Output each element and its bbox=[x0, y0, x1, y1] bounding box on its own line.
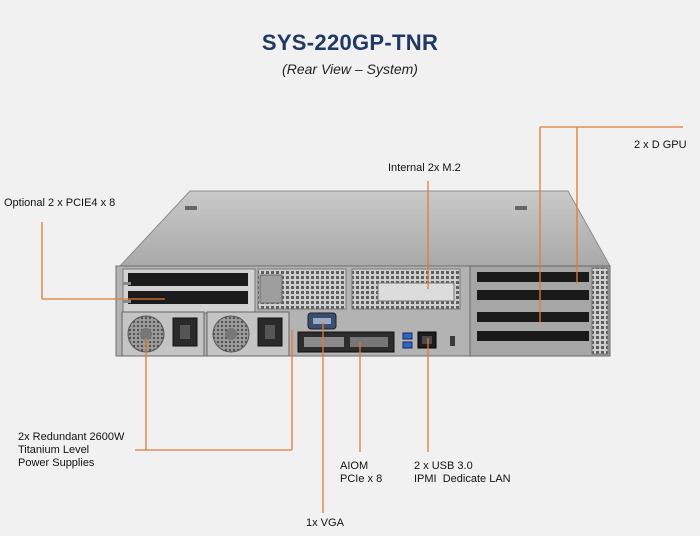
page-subtitle: (Rear View – System) bbox=[282, 61, 418, 77]
page-title: SYS-220GP-TNR bbox=[261, 30, 439, 55]
callout-vga: 1x VGA bbox=[306, 517, 344, 529]
callout-pcie: Optional 2 x PCIE4 x 8 bbox=[4, 197, 116, 209]
callout-leaders bbox=[41, 126, 683, 513]
callout-gpu: 2 x D GPU bbox=[634, 139, 687, 151]
callout-aiom-line-1: AIOM bbox=[340, 460, 369, 472]
callout-aiom: AIOM PCIe x 8 bbox=[340, 460, 382, 486]
usb-port-1 bbox=[402, 332, 413, 340]
callout-usb-lan: 2 x USB 3.0 IPMI Dedicate LAN bbox=[414, 460, 511, 486]
callout-m2: Internal 2x M.2 bbox=[388, 162, 461, 174]
gpu-slot-4 bbox=[477, 331, 589, 341]
callout-psu: 2x Redundant 2600W Titanium Level Power … bbox=[18, 431, 124, 470]
callout-lan-line: IPMI Dedicate LAN bbox=[414, 473, 511, 485]
gpu-slot-2 bbox=[477, 290, 589, 300]
gpu-slot-3 bbox=[477, 312, 589, 322]
pcie-slot-1 bbox=[128, 273, 248, 286]
pcie-slot-2 bbox=[128, 291, 248, 304]
callout-psu-line-3: Power Supplies bbox=[18, 457, 95, 469]
callout-usb-line: 2 x USB 3.0 bbox=[414, 460, 473, 472]
gpu-slot-1 bbox=[477, 272, 589, 282]
callout-aiom-line-2: PCIe x 8 bbox=[340, 473, 383, 485]
callout-psu-line-2: Titanium Level bbox=[18, 444, 90, 456]
usb-port-2 bbox=[402, 341, 413, 349]
chassis-top bbox=[118, 190, 611, 267]
callout-psu-line-1: 2x Redundant 2600W bbox=[18, 431, 125, 443]
